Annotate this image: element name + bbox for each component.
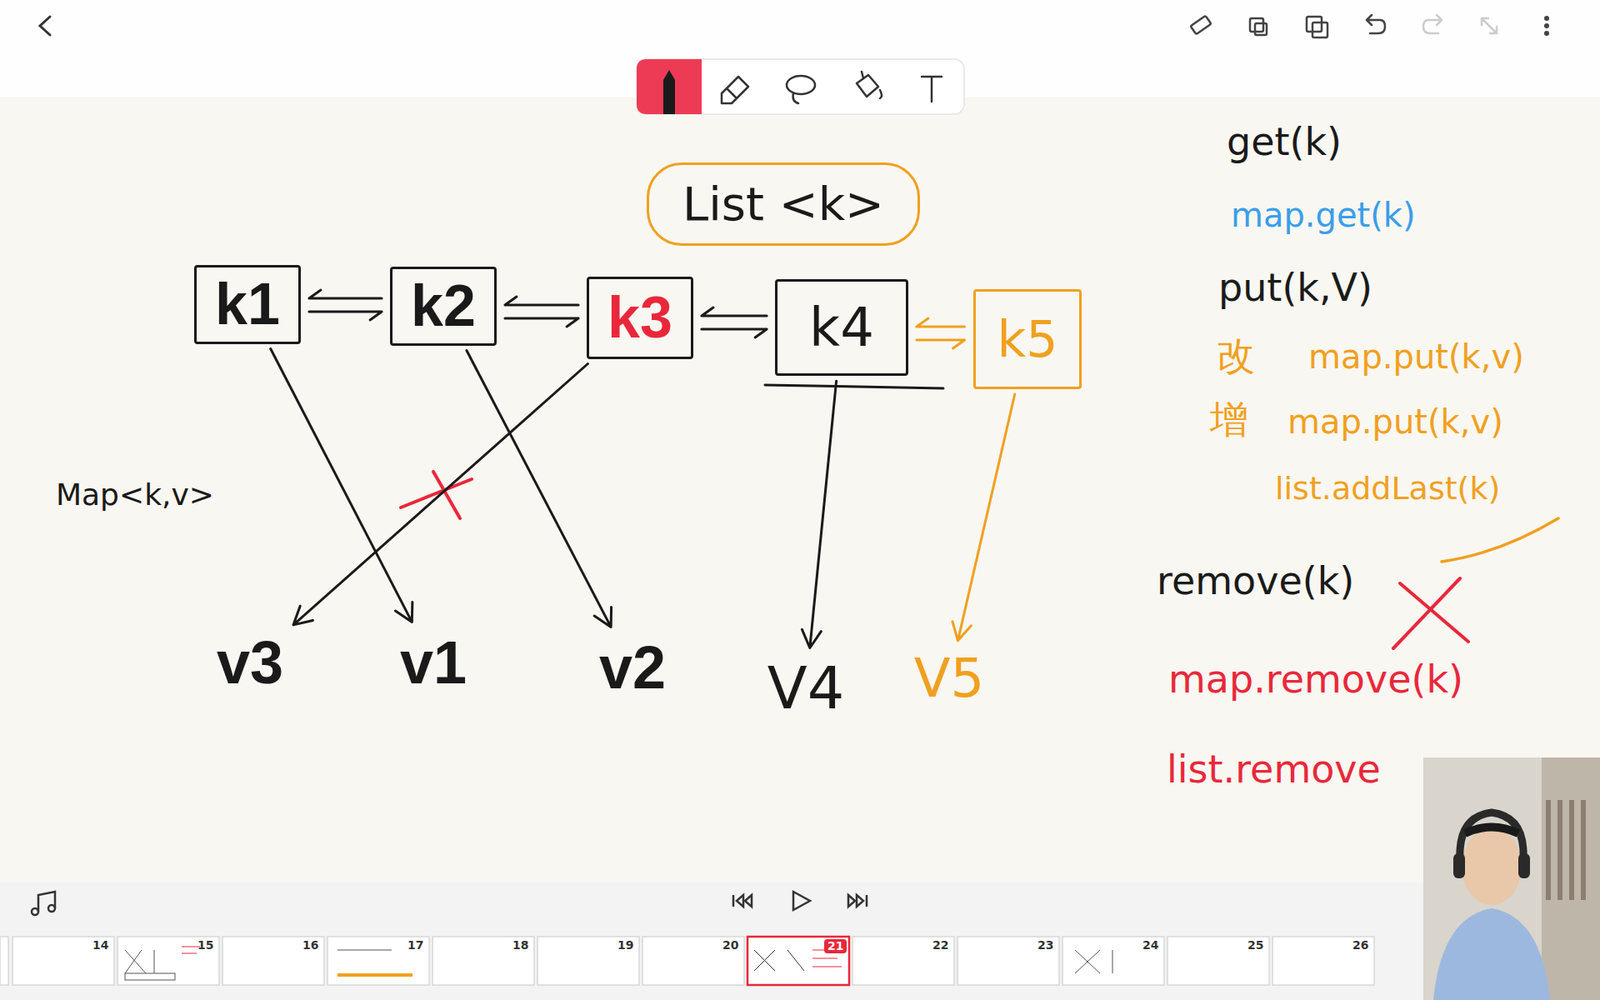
key-box: k3 [586,276,694,360]
list-box: List <k> [646,162,920,246]
map-arrow [466,350,612,628]
page-number: 25 [1247,939,1264,952]
node-text: v2 [599,635,666,701]
page-number: 19 [617,939,634,952]
pen-stroke [765,385,944,389]
handwritten-note: put(k,V) [1218,266,1373,310]
key-box: k1 [194,265,301,345]
handwritten-note: map.get(k) [1230,196,1416,234]
webcam-overlay [1423,757,1600,1000]
page-number: 26 [1352,939,1369,952]
node-text: List <k> [682,178,885,230]
more-icon [1544,15,1550,36]
page-number: 17 [407,939,424,952]
key-box: k5 [973,289,1083,390]
handwritten-note: map.remove(k) [1168,658,1464,701]
node-text: v3 [216,630,284,696]
node-text: k1 [215,272,280,337]
page-number: 14 [92,939,109,952]
bottom-bar [0,882,1600,1000]
key-box: k4 [775,279,909,376]
value-text: V5 [909,645,990,711]
map-arrow [293,364,588,625]
active-tool [636,59,702,115]
node-text: V4 [767,656,845,721]
page-number: 18 [512,939,529,952]
page-number: 21 [824,939,847,954]
crossed-out-mark [1393,578,1469,649]
handwritten-note: get(k) [1226,120,1342,164]
double-link-arrow [701,307,767,338]
node-text: V5 [914,649,985,708]
page-number: 24 [1142,939,1159,952]
map-label: Map<k,v> [55,478,215,512]
page-number: 16 [302,939,319,952]
crossed-out-mark [400,471,472,519]
value-text: v3 [211,626,289,700]
handwritten-note: remove(k) [1156,560,1355,603]
back-icon [40,16,50,35]
double-link-arrow [309,290,382,320]
handwritten-note: list.addLast(k) [1275,471,1500,507]
playback-controls [31,891,867,915]
node-text: k4 [809,298,875,357]
page-number: 15 [197,939,214,952]
value-text: v1 [395,626,472,700]
handwritten-note: map.put(k,v) [1308,338,1525,375]
tool-icons [721,71,942,104]
map-arrow [801,380,836,648]
handwritten-note: 改 [1216,335,1255,378]
double-link-arrow [505,296,579,327]
node-text: v1 [400,630,467,696]
handwritten-note: list.remove [1166,748,1381,791]
value-text: V4 [762,653,850,725]
pen-icon [663,70,675,115]
key-box: k2 [390,266,497,346]
value-text: v2 [594,631,671,705]
node-text: k2 [410,274,476,339]
page-number: 23 [1037,939,1054,952]
node-text: k3 [607,285,673,350]
page-thumbnails [0,936,1375,985]
page-number: 20 [722,939,739,952]
map-arrow [952,394,1015,641]
double-link-arrow [916,318,965,349]
node-text: k5 [997,311,1059,367]
check-mark [1441,518,1559,562]
page-number: 22 [932,939,949,952]
toolbar-icons [1190,15,1497,38]
handwritten-note: map.put(k,v) [1287,403,1504,440]
handwritten-note: 增 [1210,398,1249,441]
tool-palette [636,59,965,115]
